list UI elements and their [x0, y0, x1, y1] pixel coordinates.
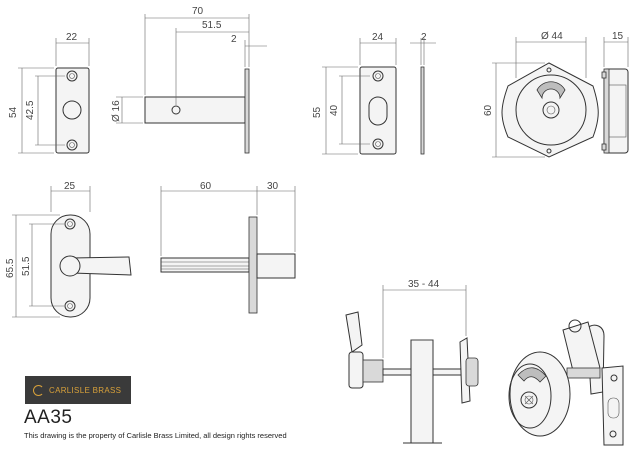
view-assembly — [345, 285, 479, 444]
view-turn-front — [12, 186, 132, 318]
dim-42-5: 42.5 — [25, 100, 36, 120]
dim-22: 22 — [66, 32, 78, 43]
view-plate-front — [18, 38, 90, 154]
dim-54: 54 — [8, 106, 19, 118]
dim-2a: 2 — [231, 34, 237, 45]
dim-2b: 2 — [421, 32, 427, 43]
product-code: AA35 — [24, 407, 73, 428]
dim-51-5b: 51.5 — [21, 256, 32, 276]
dim-dia-44: Ø 44 — [541, 31, 563, 42]
view-indicator-front — [492, 37, 599, 158]
dim-51-5: 51.5 — [202, 20, 222, 31]
view-isometric — [508, 319, 624, 446]
view-turn-side — [160, 186, 296, 314]
dim-60: 60 — [200, 181, 212, 192]
dim-35-44: 35 - 44 — [408, 279, 440, 290]
view-bolt-side — [116, 14, 267, 154]
dim-55: 55 — [312, 106, 323, 118]
dim-dia-16: Ø 16 — [111, 100, 122, 122]
dim-24: 24 — [372, 32, 384, 43]
brand-logo-box: CARLISLE BRASS — [25, 376, 131, 404]
view-indicator-side — [601, 37, 629, 154]
dim-60v: 60 — [483, 104, 494, 116]
dim-70: 70 — [192, 6, 204, 17]
dim-15: 15 — [612, 31, 624, 42]
dim-30: 30 — [267, 181, 279, 192]
copyright-notice: This drawing is the property of Carlisle… — [24, 431, 287, 440]
brand-mark-icon — [33, 384, 44, 396]
dim-40: 40 — [329, 104, 340, 116]
dim-25: 25 — [64, 181, 76, 192]
brand-name: CARLISLE BRASS — [49, 385, 122, 395]
view-keep-front — [322, 38, 436, 155]
dim-65-5: 65.5 — [5, 258, 16, 278]
